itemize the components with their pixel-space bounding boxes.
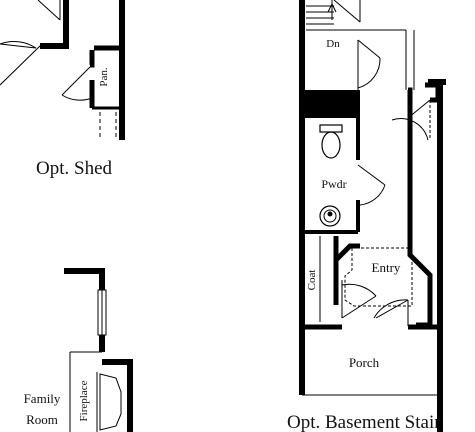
stair-arrow-icon	[327, 2, 337, 13]
sink-drain	[327, 211, 333, 217]
toilet-tank-icon	[319, 124, 343, 133]
side-door-leaf	[407, 99, 431, 119]
shed-caption: Opt. Shed	[36, 158, 113, 179]
shed-plan	[0, 0, 125, 140]
powder-door-swing	[359, 184, 386, 206]
stair-rail	[333, 0, 361, 23]
entry-door-swing-left	[341, 283, 377, 297]
wall-chase	[302, 90, 360, 118]
family-room-wall	[64, 268, 105, 290]
family-room-label-line2: Room	[26, 412, 58, 427]
stair-door-swing	[357, 57, 381, 89]
entry-label: Entry	[372, 260, 401, 275]
entry-wall	[334, 243, 360, 262]
shed-diagonal-line	[37, 0, 61, 21]
shed-door-leaf	[0, 45, 41, 86]
side-door-swing	[391, 118, 429, 141]
toilet-bowl-icon	[321, 131, 341, 159]
sink-basin	[323, 209, 337, 223]
porch-label: Porch	[349, 355, 380, 370]
powder-door-leaf	[357, 164, 386, 186]
powder-room-label: Pwdr	[321, 177, 346, 191]
right-exterior-wall-jog	[425, 82, 441, 103]
pantry-wall	[89, 50, 95, 68]
shed-door-frame	[0, 43, 37, 49]
entry-door-leaf-right	[375, 299, 409, 319]
stair-down-label: Dn	[326, 38, 340, 50]
family-room-label-line1: Family	[24, 391, 61, 406]
entry-bench-outline	[344, 247, 413, 307]
pantry-label: Pan.	[98, 67, 110, 87]
stair-door-leaf	[357, 39, 381, 59]
fireplace-wall	[102, 359, 133, 432]
entry-door-swing-right	[373, 299, 409, 319]
basement-stair-plan	[299, 0, 446, 432]
family-room-plan	[64, 268, 133, 432]
sink-icon	[319, 205, 341, 227]
shed-wall	[40, 0, 69, 49]
firebox	[99, 373, 122, 431]
basement-stair-caption: Opt. Basement Stair	[287, 412, 441, 432]
pantry-door-swing	[61, 94, 93, 101]
entry-door-leaf-left	[341, 295, 377, 319]
fireplace-label: Fireplace	[78, 380, 90, 421]
shed-door-swing	[0, 40, 37, 49]
pantry-door-leaf	[61, 64, 93, 96]
coat-closet-label: Coat	[306, 270, 318, 291]
